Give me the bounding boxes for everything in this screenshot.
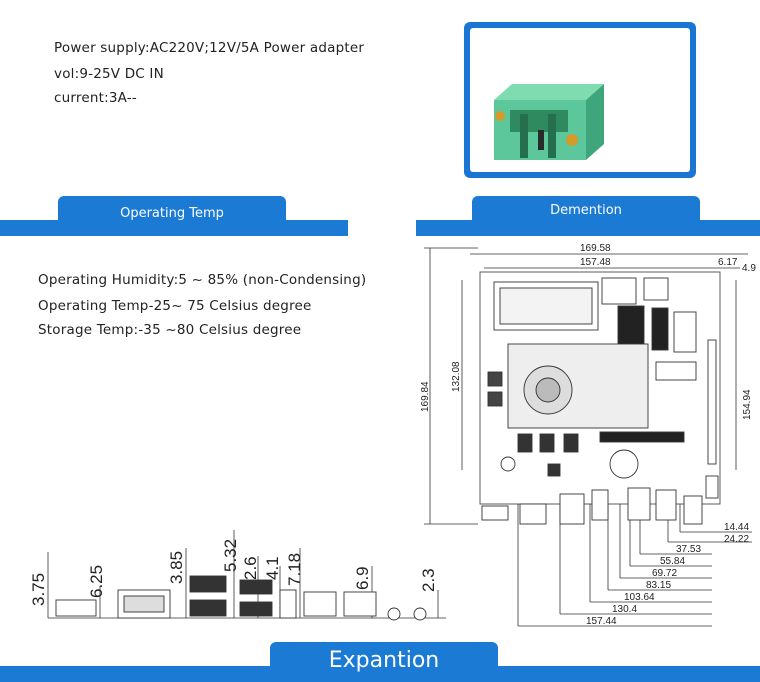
humidity-text: Operating Humidity:5 ~ 85% (non-Condensi… xyxy=(38,272,367,288)
dim-width-inner: 157.48 xyxy=(580,257,611,268)
voltage-text: vol:9-25V DC IN xyxy=(54,66,164,82)
dim-bottom-4: 55.84 xyxy=(660,556,685,567)
terminal-block-icon xyxy=(494,84,604,160)
io-dim-4: 5.32 xyxy=(221,539,240,572)
dim-bottom-1: 14.44 xyxy=(724,522,749,533)
dim-bottom-6: 83.15 xyxy=(646,580,671,591)
dimension-tab: Demention xyxy=(472,196,700,232)
dim-height-total: 169.84 xyxy=(420,381,431,412)
io-dim-1: 3.75 xyxy=(29,573,48,606)
dim-right-b: 4.9 xyxy=(742,263,756,274)
operating-temp-tab: Operating Temp xyxy=(58,196,286,236)
storage-temp-text: Storage Temp:-35 ~80 Celsius degree xyxy=(38,322,302,338)
power-supply-text: Power supply:AC220V;12V/5A Power adapter xyxy=(54,40,365,56)
dim-right-a: 6.17 xyxy=(718,257,738,268)
io-dim-3: 3.85 xyxy=(167,551,186,584)
dim-bottom-9: 157.44 xyxy=(586,616,617,627)
dim-bottom-7: 103.64 xyxy=(624,592,655,603)
io-dim-7: 7.18 xyxy=(285,553,304,586)
current-text: current:3A-- xyxy=(54,90,137,106)
operating-temp-text: Operating Temp-25~ 75 Celsius degree xyxy=(38,298,312,314)
dim-bottom-3: 37.53 xyxy=(676,544,701,555)
dim-bottom-2: 24.22 xyxy=(724,534,749,545)
dim-bottom-8: 130.4 xyxy=(612,604,637,615)
io-dim-5: 2.6 xyxy=(241,556,260,580)
io-dim-2: 6.25 xyxy=(87,565,106,598)
connector-photo xyxy=(464,22,696,178)
dim-height-right: 154.94 xyxy=(742,389,753,420)
dim-height-inner: 132.08 xyxy=(451,361,462,392)
io-dim-9: 2.3 xyxy=(419,568,438,592)
dim-bottom-5: 69.72 xyxy=(652,568,677,579)
expansion-tab: Expantion xyxy=(270,642,498,682)
dim-width-total: 169.58 xyxy=(580,243,611,254)
io-dim-6: 4.1 xyxy=(263,556,282,580)
io-dim-8: 6.9 xyxy=(353,566,372,590)
